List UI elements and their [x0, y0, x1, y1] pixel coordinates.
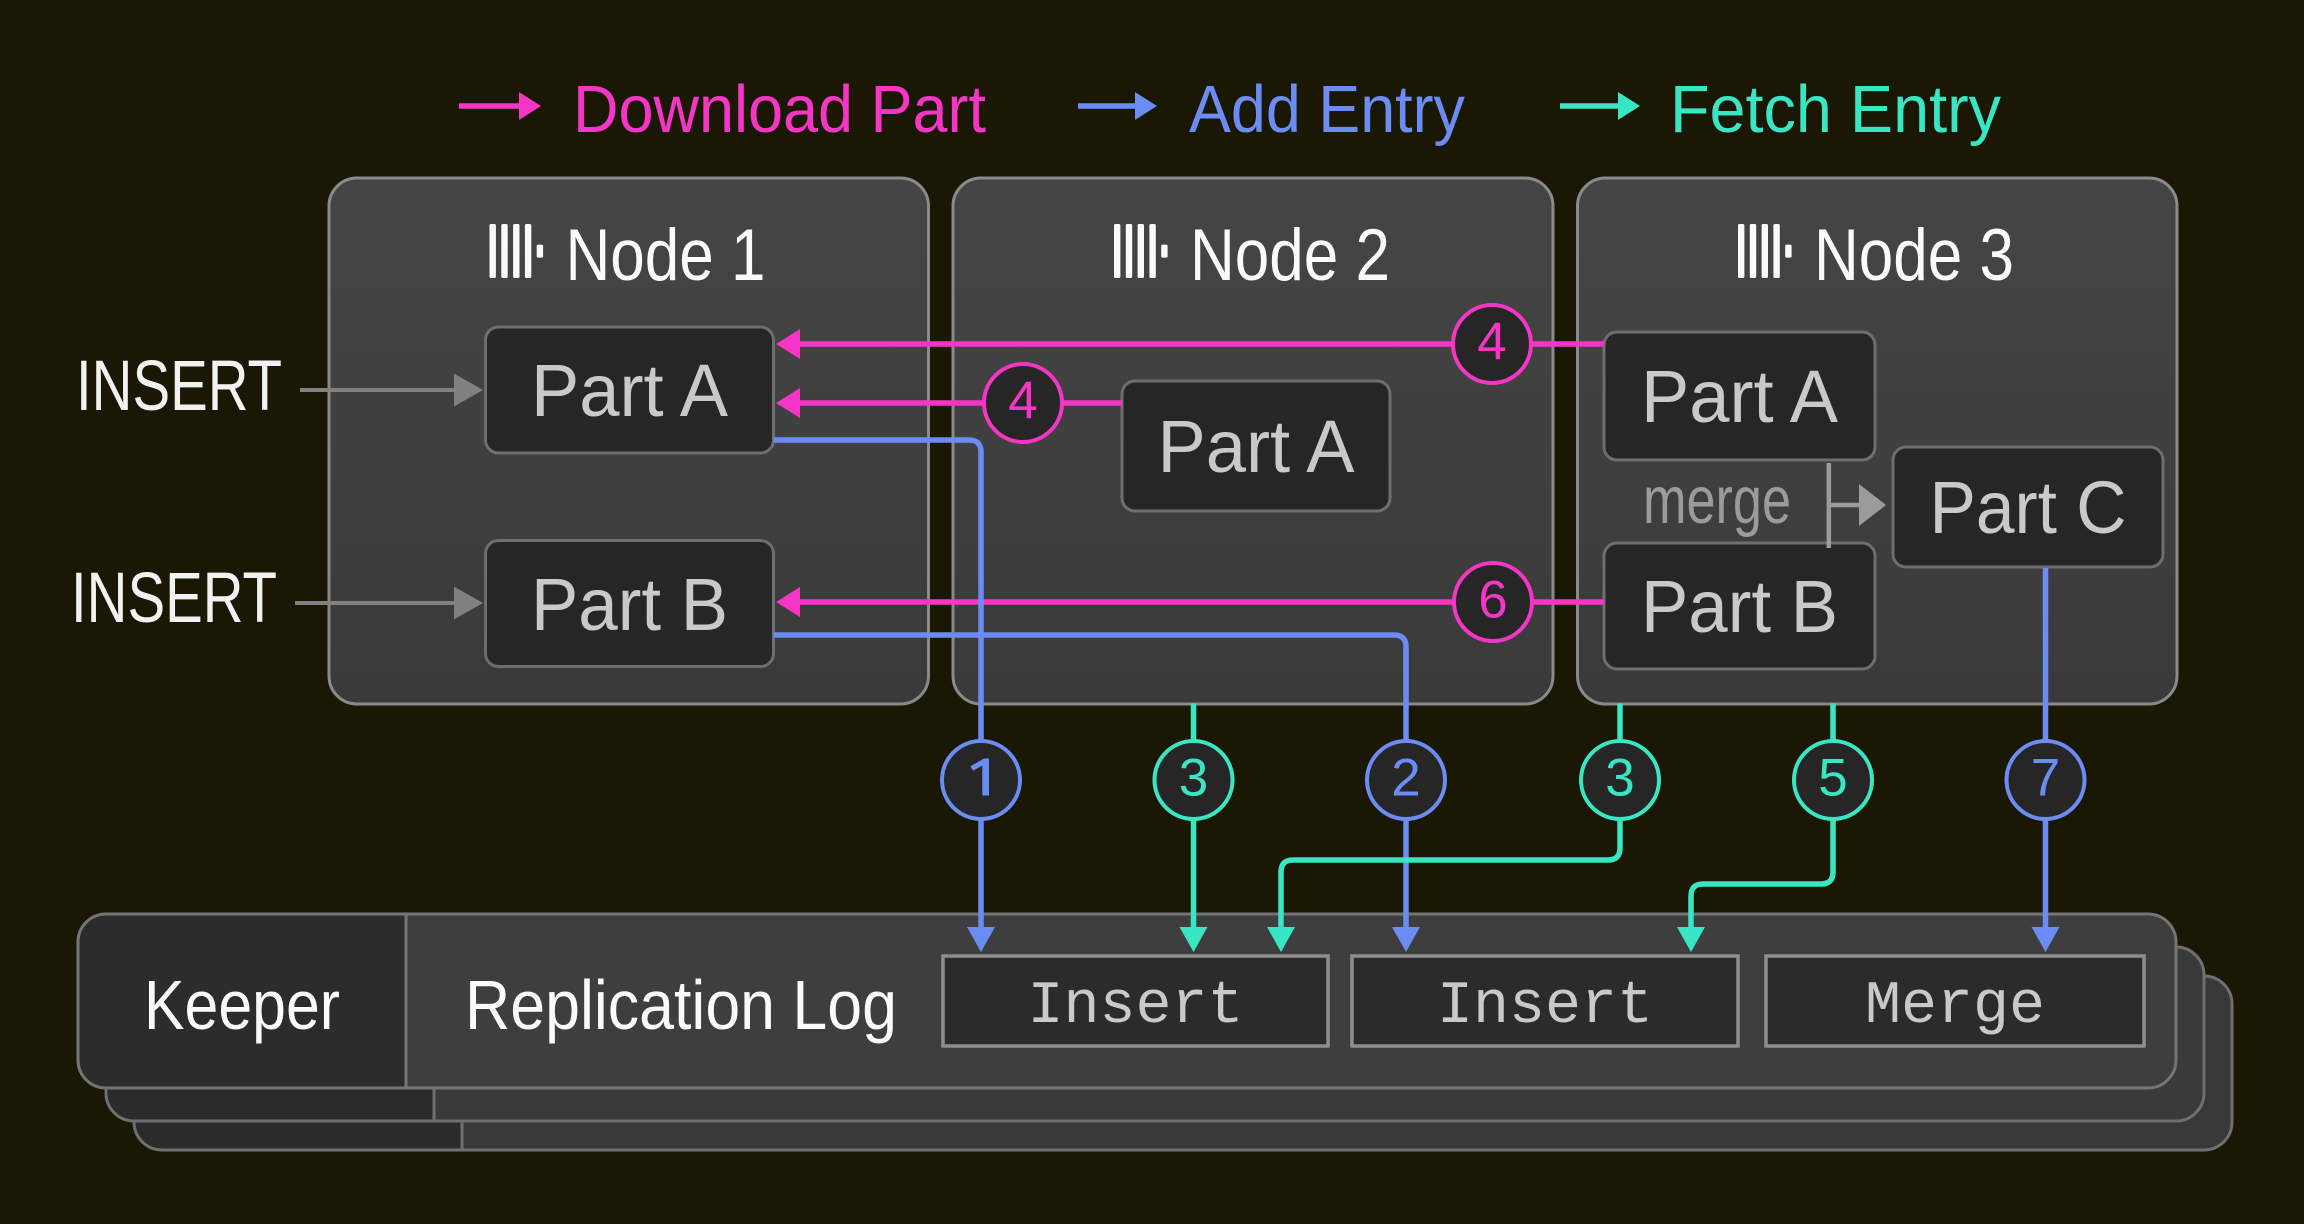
svg-text:Add Entry: Add Entry: [1189, 72, 1465, 147]
svg-text:Fetch Entry: Fetch Entry: [1670, 72, 2001, 147]
svg-text:Replication Log: Replication Log: [465, 966, 897, 1044]
svg-text:Insert: Insert: [1027, 973, 1243, 1041]
svg-text:4: 4: [1008, 372, 1037, 431]
svg-text:5: 5: [1818, 749, 1847, 808]
svg-text:Node 2: Node 2: [1190, 215, 1390, 296]
svg-text:7: 7: [2031, 749, 2060, 808]
svg-text:Part A: Part A: [1158, 405, 1356, 488]
svg-text:3: 3: [1179, 749, 1208, 808]
svg-text:Download Part: Download Part: [573, 72, 986, 147]
svg-text:6: 6: [1478, 571, 1507, 630]
svg-text:Part C: Part C: [1930, 466, 2127, 549]
svg-text:Part A: Part A: [1641, 355, 1839, 438]
svg-text:Merge: Merge: [1865, 973, 2045, 1041]
svg-text:Node 1: Node 1: [566, 215, 766, 296]
svg-text:Node 3: Node 3: [1814, 215, 2014, 296]
svg-text:2: 2: [1391, 749, 1420, 808]
svg-text:3: 3: [1605, 749, 1634, 808]
svg-text:Keeper: Keeper: [144, 966, 340, 1044]
svg-text:INSERT: INSERT: [71, 559, 277, 638]
svg-text:Insert: Insert: [1437, 973, 1653, 1041]
svg-text:Part B: Part B: [531, 563, 728, 646]
svg-text:INSERT: INSERT: [76, 347, 282, 426]
svg-text:merge: merge: [1643, 463, 1791, 538]
svg-text:Part A: Part A: [531, 349, 729, 432]
svg-text:4: 4: [1477, 313, 1506, 372]
svg-text:Part B: Part B: [1641, 565, 1838, 648]
